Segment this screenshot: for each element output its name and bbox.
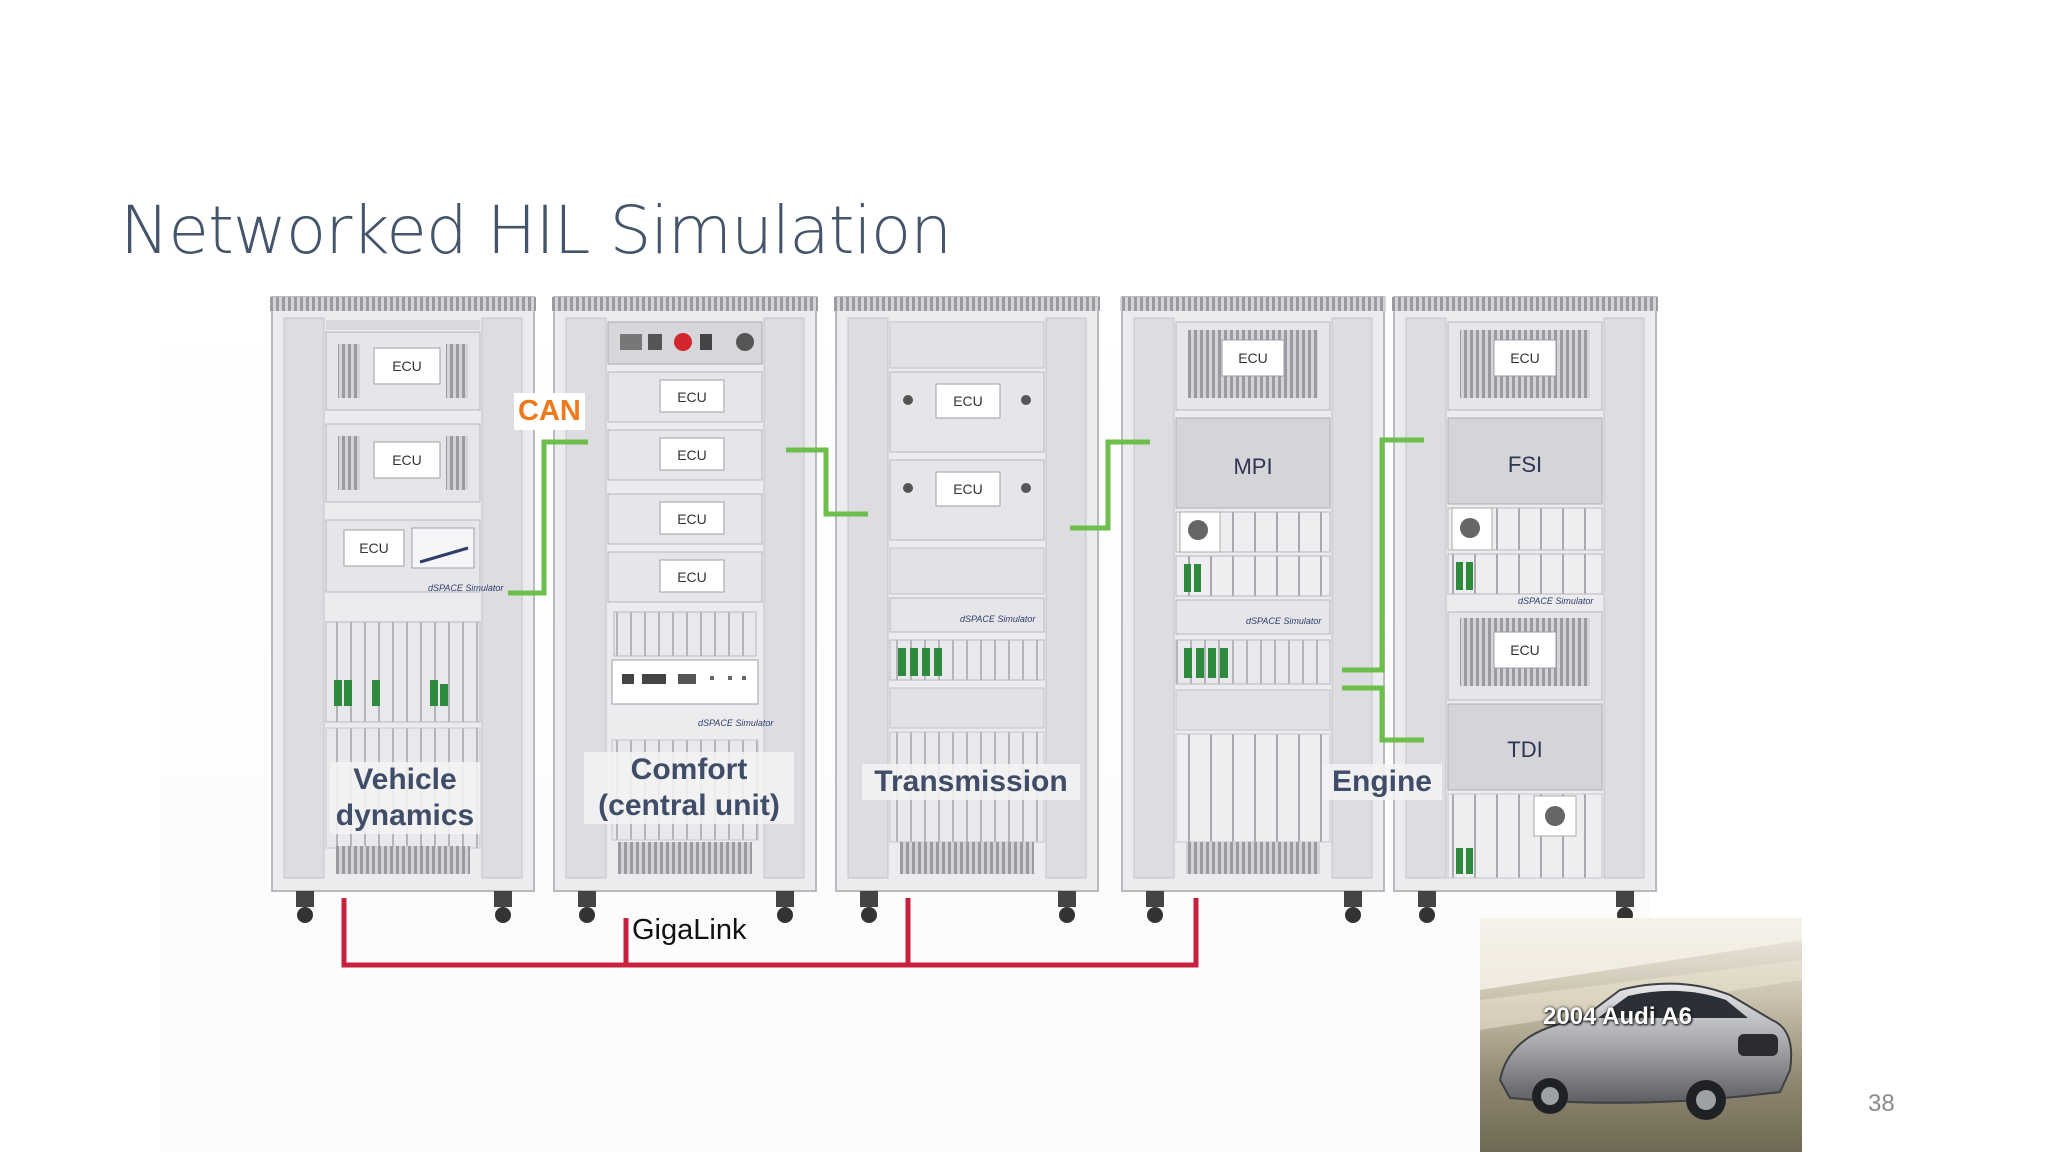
ecu-module-label: ECU [677,389,707,405]
rack-label-line: Vehicle [330,762,480,798]
gigalink-label: GigaLink [632,914,746,947]
simulator-badge: dSPACE Simulator [1518,596,1594,606]
ecu-module-label: ECU [677,569,707,585]
ecu-module-label: ECU [1510,350,1540,366]
rack-comfort: ECU ECU ECU ECU dSPACE Simulator [552,297,818,923]
rack-label-line: Engine [1322,764,1442,800]
rack-engine-fsi-tdi: ECU FSI dSPACE Simulator ECU TDI [1392,297,1658,923]
rack-label-transmission: Transmission [862,764,1080,800]
can-label: CAN [514,393,585,430]
simulator-badge: dSPACE Simulator [1246,616,1322,626]
rack-transmission: ECU ECU dSPACE Simulator [834,297,1100,923]
ecu-module-label: ECU [392,358,422,374]
simulator-badge: dSPACE Simulator [428,583,504,593]
ecu-module-label: ECU [1238,350,1268,366]
photo-caption: 2004 Audi A6 [1543,1003,1692,1031]
ecu-module-label: ECU [1510,642,1540,658]
simulator-badge: dSPACE Simulator [960,614,1036,624]
module-label-tdi: TDI [1507,737,1542,762]
ecu-module-label: ECU [677,511,707,527]
ecu-module-label: ECU [677,447,707,463]
rack-label-line: dynamics [330,798,480,834]
rack-label-engine: Engine [1322,764,1442,800]
simulator-badge: dSPACE Simulator [698,718,774,728]
rack-label-line: Transmission [862,764,1080,800]
module-label-fsi: FSI [1508,452,1542,477]
rack-label-vehicle-dynamics: Vehicle dynamics [330,762,480,834]
rack-label-comfort: Comfort (central unit) [584,752,794,824]
rack-label-line: (central unit) [584,788,794,824]
page-number: 38 [1868,1090,1895,1118]
ecu-module-label: ECU [953,481,983,497]
module-label-mpi: MPI [1233,454,1272,479]
ecu-module-label: ECU [953,393,983,409]
rack-engine-mpi: ECU MPI dSPACE Simulator [1120,297,1386,923]
ecu-module-label: ECU [359,540,389,556]
audi-a6-photo [1480,918,1802,1152]
ecu-module-label: ECU [392,452,422,468]
rack-label-line: Comfort [584,752,794,788]
